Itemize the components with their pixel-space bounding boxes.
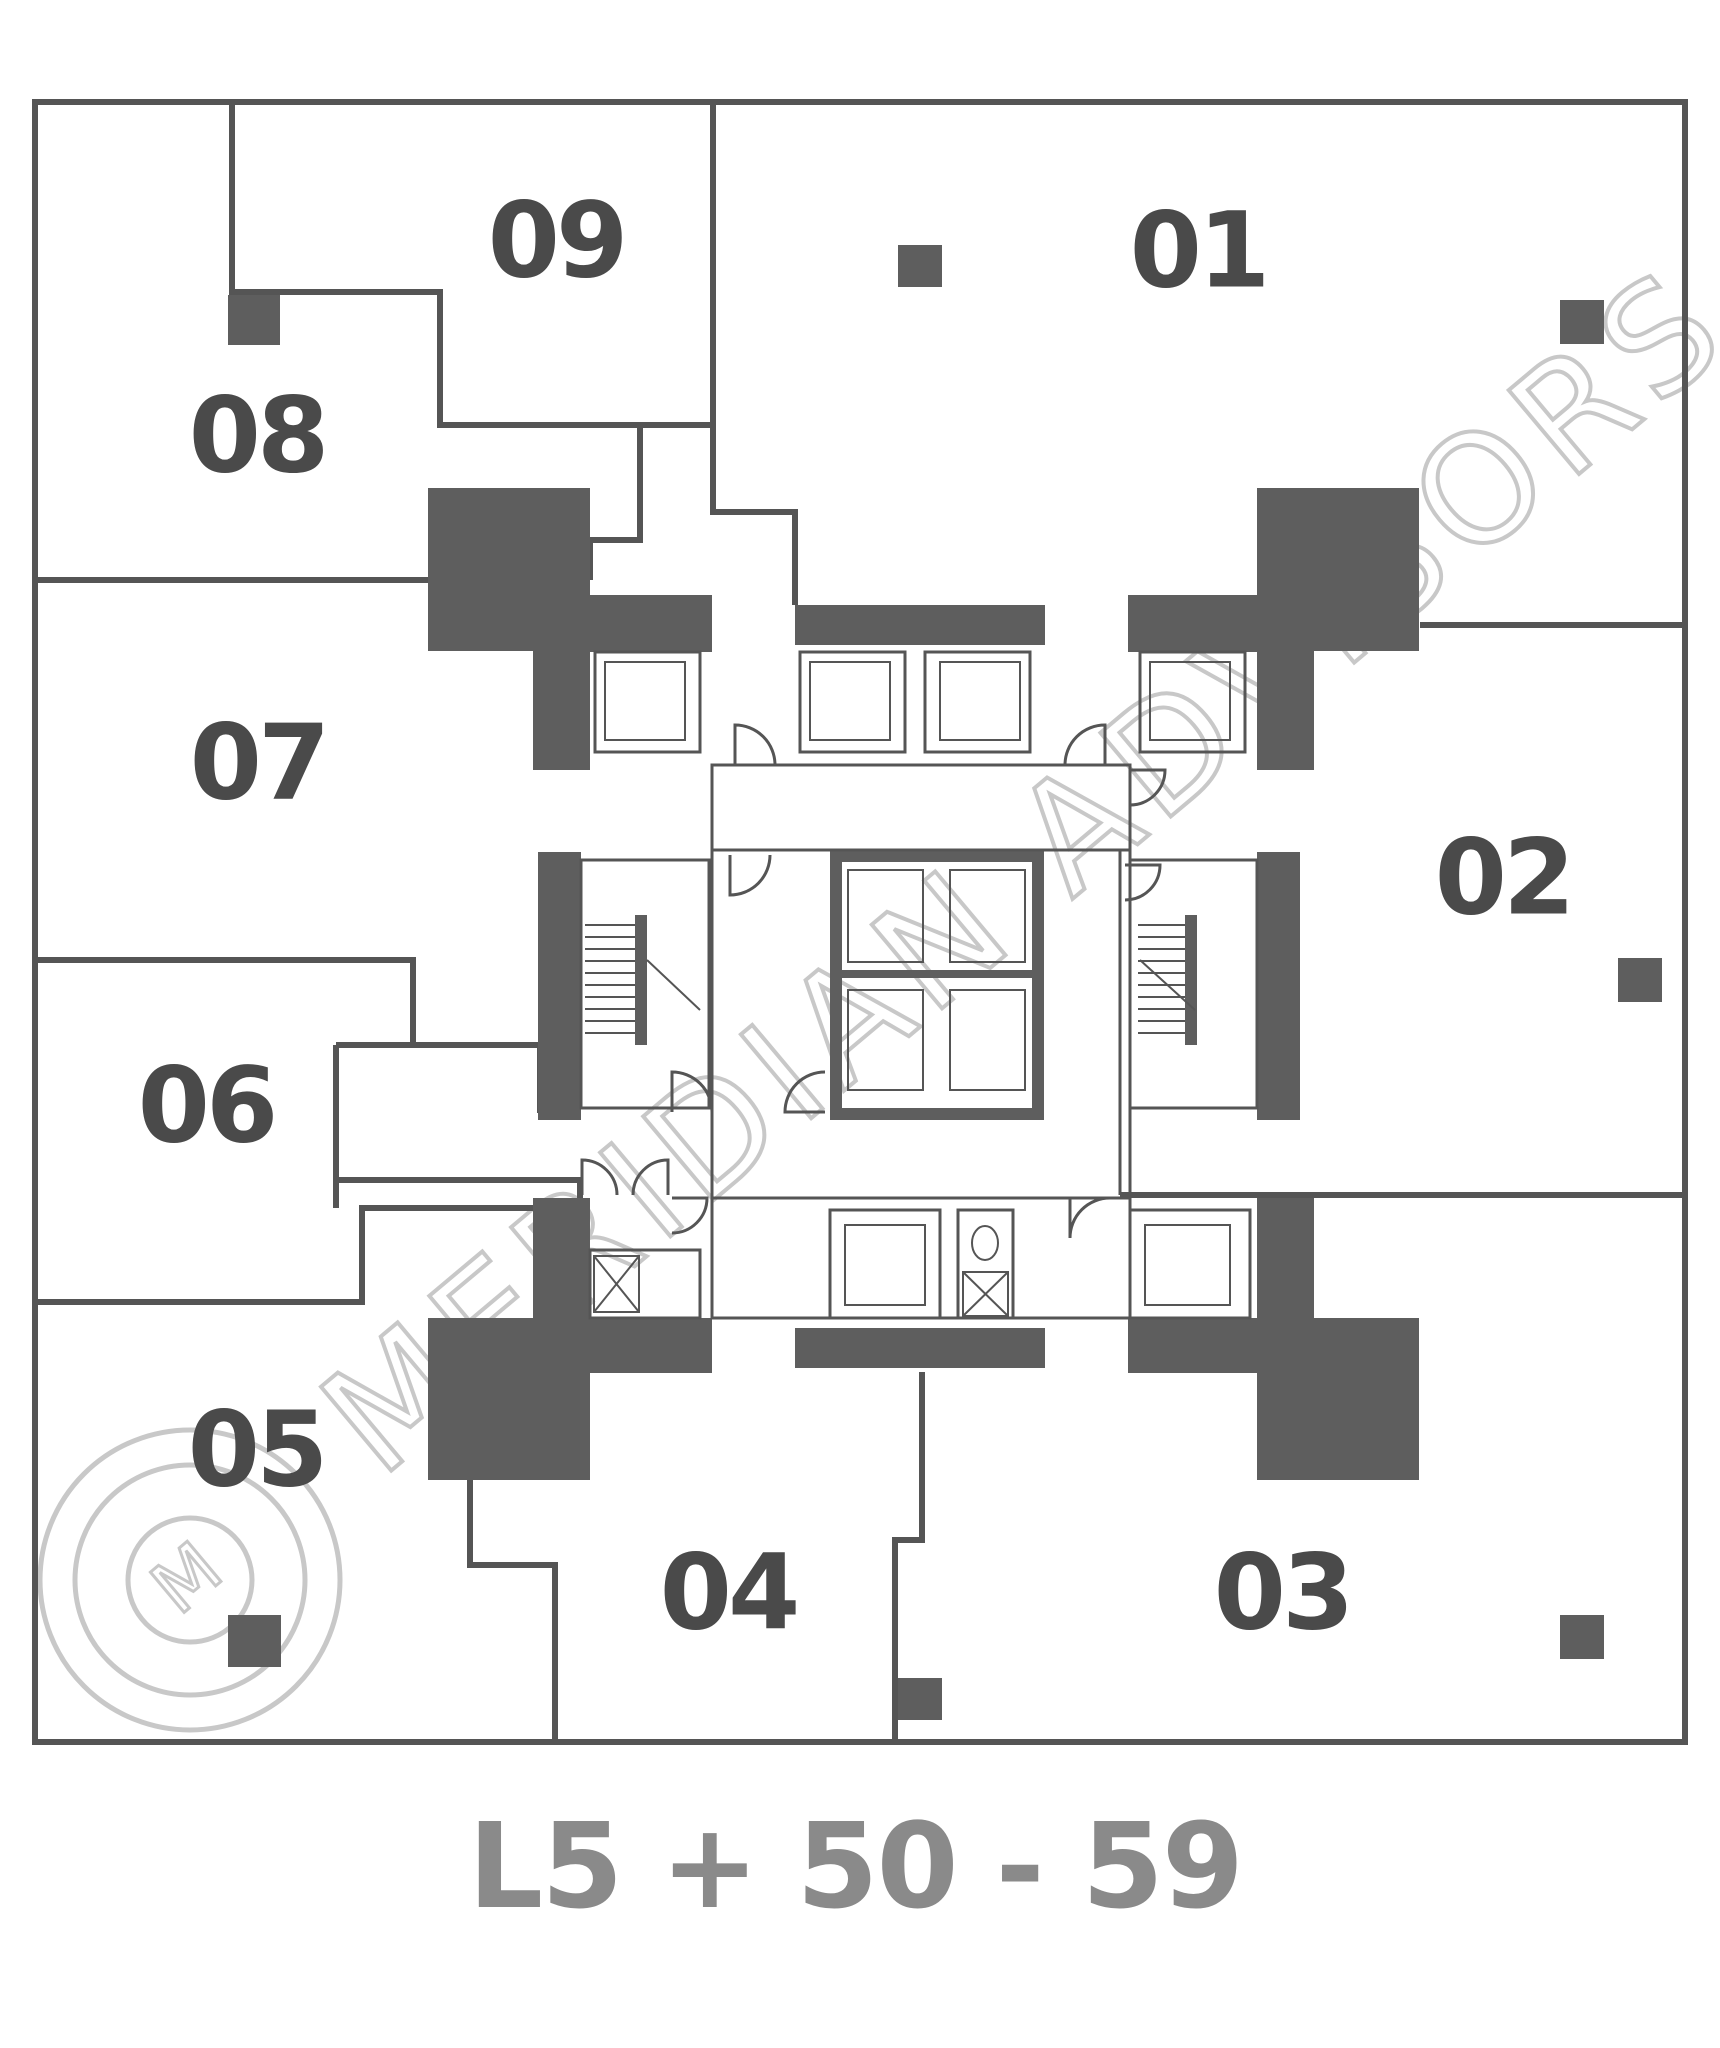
wall-unit-04-east <box>892 1372 925 1742</box>
west-corridor-doors <box>580 1158 709 1235</box>
door-swing-central-3 <box>783 1070 826 1114</box>
south-service <box>588 1196 1252 1320</box>
unit-label-07: 07 <box>190 701 327 823</box>
elevator-c2 <box>949 869 1026 963</box>
unit-label-08: 08 <box>189 374 326 496</box>
shear-wall-nw-top <box>590 595 712 652</box>
unit-label-06: 06 <box>138 1044 275 1166</box>
column-unit-03 <box>1560 1615 1604 1659</box>
stair-east-treads <box>1138 924 1196 1034</box>
elevator-n2 <box>798 650 907 754</box>
south-lobby <box>710 1196 1132 1320</box>
elevator-n3-car <box>939 661 1021 741</box>
shear-wall-se-bottom <box>1128 1318 1257 1373</box>
elevator-n4 <box>1138 650 1247 754</box>
shaft-sw <box>588 1248 702 1320</box>
elevator-n4-car <box>1149 661 1231 741</box>
door-swing-west-3 <box>671 1196 709 1235</box>
elevator-core-mid-wall <box>830 970 1044 978</box>
door-swing-west-2 <box>631 1158 670 1196</box>
stair-east-enclosure <box>1128 858 1259 1110</box>
structural-walls <box>228 245 1662 1720</box>
stair-wall-east <box>1257 852 1300 1120</box>
wall-unit-07-south <box>35 957 540 1048</box>
elevator-s2 <box>1128 1208 1252 1320</box>
stair-wall-west <box>538 852 581 1120</box>
toilet-icon <box>971 1225 999 1261</box>
elevator-core-east-wall <box>1032 850 1044 1120</box>
unit-label-03: 03 <box>1214 1531 1351 1653</box>
unit-labels: 09 01 08 07 02 06 05 04 03 <box>138 179 1576 1653</box>
elevator-n1 <box>593 650 702 754</box>
column-sw-upper <box>533 1198 590 1373</box>
elevator-c3 <box>847 989 924 1091</box>
shaft-sw-box <box>593 1255 640 1313</box>
door-swing-west-1 <box>580 1158 619 1196</box>
unit-label-05: 05 <box>188 1388 325 1510</box>
shear-wall-north <box>795 605 1045 645</box>
door-swing-central-1 <box>728 854 772 897</box>
shear-wall-sw-bottom <box>590 1318 712 1373</box>
elevator-core-top-wall <box>830 850 1044 862</box>
elevator-n2-car <box>809 661 891 741</box>
stair-west <box>579 858 711 1110</box>
watermark-logo-inner-ring <box>125 1515 255 1645</box>
door-swing-north-2 <box>1063 723 1107 766</box>
wall-corridor-west-bottom <box>336 1177 583 1198</box>
elevator-n3 <box>923 650 1032 754</box>
elevator-core-bottom-wall <box>830 1108 1044 1120</box>
stair-west-divider <box>635 915 647 1045</box>
door-swing-north-1 <box>733 723 777 766</box>
column-se-upper <box>1257 1198 1314 1373</box>
stair-west-treads <box>585 924 701 1034</box>
unit-label-09: 09 <box>488 179 625 301</box>
watermark-logo-letter: M <box>136 1526 238 1630</box>
shaft-s-box <box>962 1271 1009 1317</box>
door-swing-north-3 <box>1129 768 1167 807</box>
stair-west-enclosure <box>579 858 711 1110</box>
elevator-s2-car <box>1144 1224 1231 1306</box>
wall-unit-06-south <box>35 1205 540 1305</box>
column-unit-01-a <box>898 245 942 287</box>
shaft-sw-cross-b <box>593 1255 640 1313</box>
elevator-n1-car <box>604 661 686 741</box>
stair-east <box>1128 858 1259 1110</box>
elevator-s1-car <box>844 1224 926 1306</box>
elevator-core-west-wall <box>830 850 842 1120</box>
column-unit-02 <box>1618 958 1662 1002</box>
elevator-s1 <box>828 1208 942 1320</box>
shear-wall-south <box>795 1328 1045 1368</box>
wall-unit-09-west <box>229 102 716 428</box>
door-swing-central-2 <box>670 1070 714 1113</box>
washroom <box>956 1208 1015 1320</box>
wall-unit-08-east <box>587 425 643 580</box>
central-elevators <box>670 854 1162 1114</box>
unit-label-01: 01 <box>1130 189 1267 311</box>
door-swing-east-1 <box>1124 863 1162 902</box>
column-unit-08 <box>228 295 280 345</box>
shaft-s-cross-b <box>962 1271 1009 1317</box>
watermark-logo-outer-ring <box>37 1427 343 1733</box>
column-unit-01-b <box>1560 300 1604 344</box>
elevator-c4 <box>949 989 1026 1091</box>
elevator-c1 <box>847 869 924 963</box>
door-swing-south-1 <box>1068 1196 1111 1239</box>
floor-label: L5 + 50 - 59 <box>468 1797 1242 1935</box>
stair-east-divider <box>1185 915 1197 1045</box>
column-nw-lower <box>533 595 590 770</box>
shear-wall-ne-top <box>1128 595 1257 652</box>
column-unit-04 <box>898 1678 942 1720</box>
column-ne-lower <box>1257 595 1314 770</box>
north-elevators <box>593 650 1247 807</box>
column-unit-05 <box>228 1615 281 1667</box>
watermark-logo-middle-ring <box>72 1462 308 1698</box>
unit-label-04: 04 <box>660 1531 797 1653</box>
wall-unit-05-east <box>467 1480 558 1742</box>
unit-label-02: 02 <box>1435 816 1572 938</box>
wall-unit-01-west <box>710 425 798 605</box>
building-outline <box>32 99 1688 1745</box>
